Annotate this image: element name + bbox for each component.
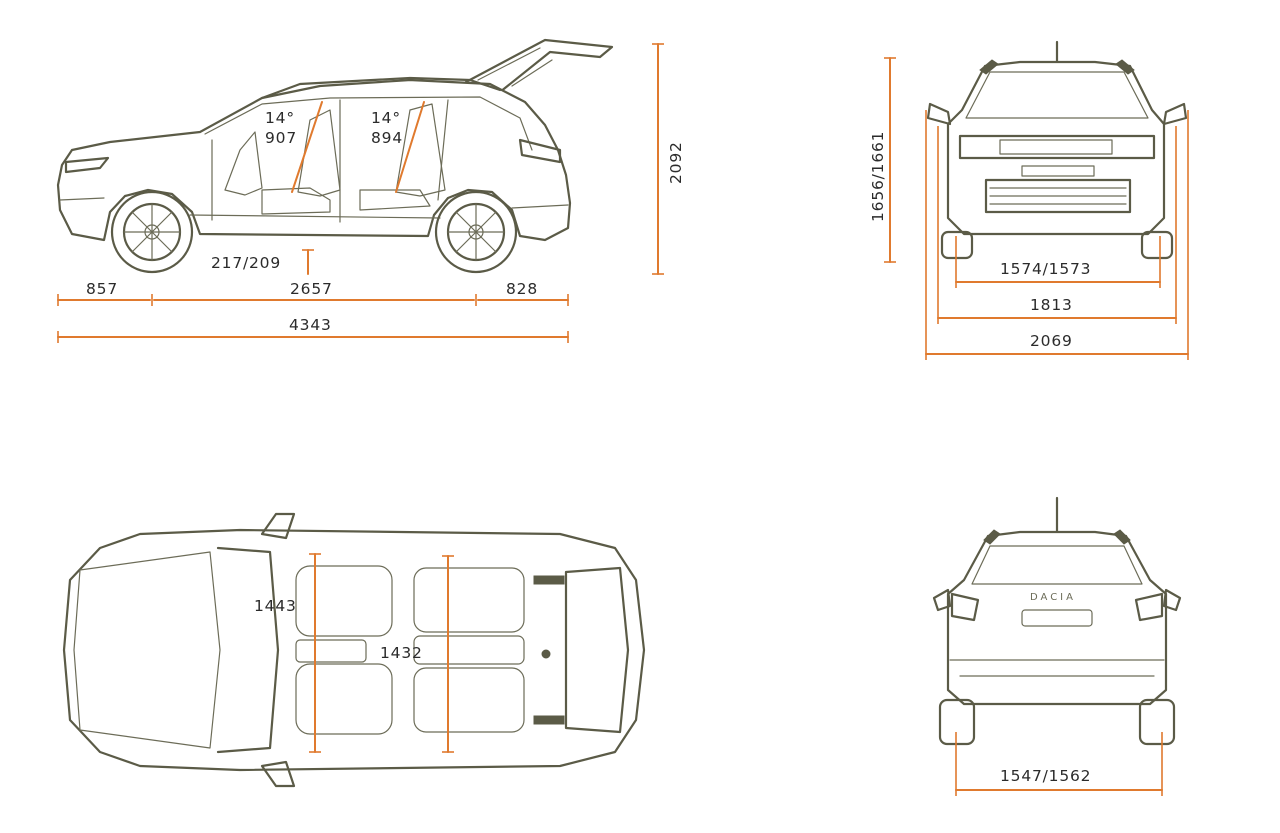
top-hood (73, 551, 221, 749)
top-view (62, 512, 646, 788)
rear-window (971, 545, 1143, 585)
side-view-dimensions (57, 43, 664, 343)
rear-seat-length-label: 894 (371, 129, 403, 147)
front-track-label: 1574/1573 (1000, 260, 1091, 278)
top-right-mirror (260, 760, 296, 788)
rear-elbow-label: 1432 (380, 644, 423, 662)
ground-clearance-label: 217/209 (211, 254, 281, 272)
rear-overhang-label: 828 (506, 280, 538, 298)
top-view-dimensions (309, 553, 454, 753)
rear-right-wheel (1138, 698, 1176, 746)
body-width-label: 1813 (1030, 296, 1073, 314)
rear-track-label: 1547/1562 (1000, 767, 1091, 785)
height-tailgate-label: 2092 (667, 141, 685, 184)
rear-license-plate (1021, 609, 1093, 627)
front-grille-bar (958, 134, 1156, 160)
front-left-mirror (926, 102, 952, 126)
rear-brand-badge: DACIA (1030, 592, 1076, 603)
top-front-left-seat (295, 565, 393, 637)
rear-seat-angle-label: 14° (371, 109, 401, 127)
wheelbase-label: 2657 (290, 280, 333, 298)
front-view (926, 40, 1188, 260)
top-body-outline (62, 528, 646, 772)
side-seats (224, 103, 446, 197)
top-rear-right-seat (413, 667, 525, 733)
top-left-mirror (260, 512, 296, 540)
rear-left-taillight (950, 592, 980, 622)
front-lower-grille (984, 178, 1132, 214)
front-seat-angle-label: 14° (265, 109, 295, 127)
top-front-right-seat (295, 663, 393, 735)
front-right-mirror (1162, 102, 1188, 126)
side-taillight (518, 138, 562, 164)
front-elbow-label: 1443 (254, 597, 297, 615)
rear-seat-length-line (395, 101, 425, 193)
side-headlight (64, 156, 110, 174)
rear-body-outline (946, 530, 1168, 706)
side-rear-wheel (434, 190, 518, 274)
rear-right-taillight (1134, 592, 1164, 622)
top-rear-left-seat (413, 567, 525, 633)
width-mirrors-label: 2069 (1030, 332, 1073, 350)
top-trunk-opening (564, 566, 630, 734)
side-front-wheel (110, 190, 194, 274)
side-view (56, 38, 614, 274)
front-seat-length-line (291, 101, 323, 193)
height-label: 1656/1661 (869, 131, 887, 222)
side-open-tailgate (464, 38, 614, 94)
front-overhang-label: 857 (86, 280, 118, 298)
rear-left-wheel (938, 698, 976, 746)
front-view-dimensions (884, 57, 1189, 360)
rear-view-dimensions (955, 732, 1163, 796)
front-left-wheel (940, 230, 974, 260)
front-seat-length-label: 907 (265, 129, 297, 147)
front-windshield (965, 71, 1149, 119)
rear-view (932, 496, 1182, 746)
overall-length-label: 4343 (289, 316, 332, 334)
top-center-console (295, 639, 367, 663)
front-right-wheel (1140, 230, 1174, 260)
side-body-outline (56, 78, 572, 242)
